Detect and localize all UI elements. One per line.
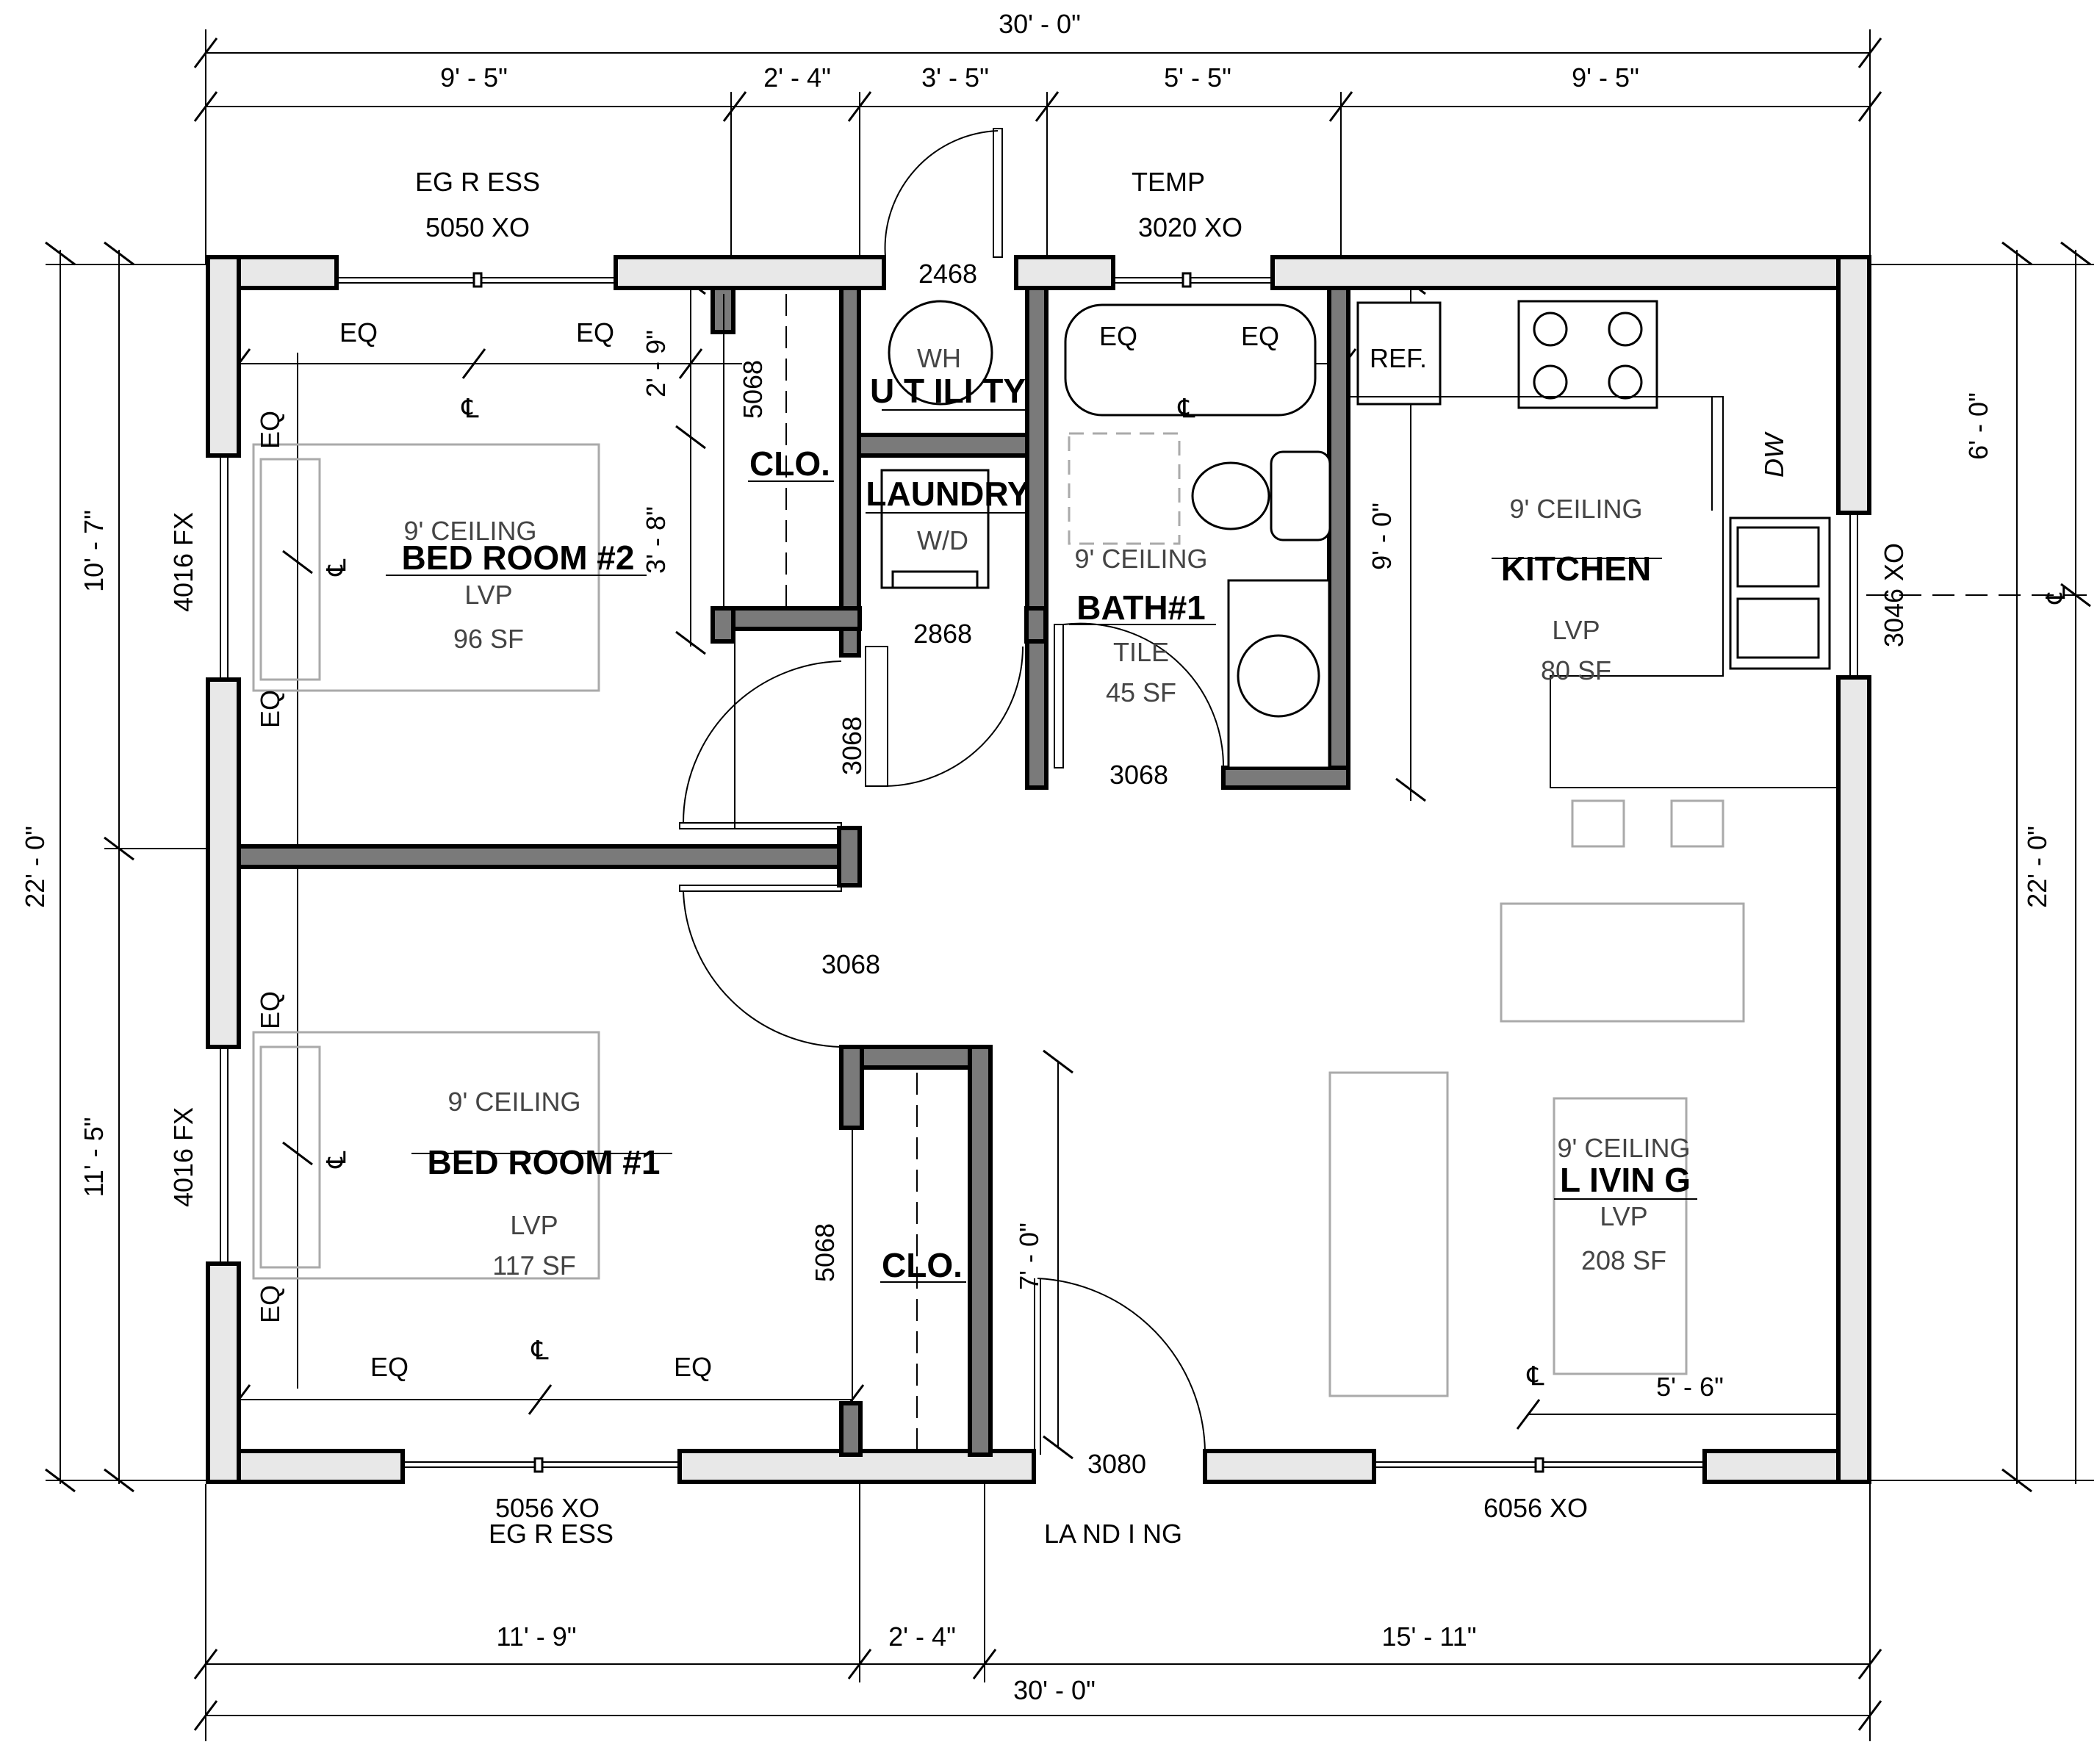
bed1-closet-door-size: 5068 [810, 1223, 840, 1282]
bottom-left-window-label: EG R ESS [489, 1519, 614, 1549]
left-overall-dim: 22' - 0" [20, 826, 50, 908]
island-dim: 5' - 6" [1656, 1372, 1724, 1402]
kitchen-ceiling: 9' CEILING [1510, 494, 1643, 524]
top-seg-2: 2' - 4" [763, 62, 831, 93]
bed2-area: 96 SF [453, 624, 524, 654]
door-labels: 2468 2868 5068 3068 3068 3068 5068 3080 [738, 259, 1168, 1479]
living-name: L IVIN G [1560, 1161, 1691, 1199]
eq-label: EQ [255, 991, 285, 1029]
top-overall-dim: 30' - 0" [999, 9, 1081, 39]
left-upper-window: 4016 FX [168, 512, 198, 612]
walls [206, 255, 1871, 1484]
bath-name: BATH#1 [1076, 588, 1206, 627]
bottom-left-window-size: 5056 XO [495, 1493, 600, 1523]
bottom-seg-1: 11' - 9" [496, 1621, 576, 1652]
temp-label: TEMP [1132, 167, 1205, 197]
right-window: 3046 XO [1879, 543, 1909, 647]
laundry-wd: W/D [917, 525, 968, 555]
bath-area: 45 SF [1106, 677, 1176, 708]
eq-label: EQ [576, 317, 614, 348]
left-upper-dim: 10' - 7" [79, 510, 109, 592]
bath-floor: TILE [1113, 637, 1169, 667]
right-overall-dim: 22' - 0" [2022, 826, 2052, 908]
dimension-labels: 30' - 0" 9' - 5" 2' - 4" 3' - 5" 5' - 5"… [20, 9, 2052, 1705]
living-ceiling: 9' CEILING [1558, 1133, 1691, 1163]
centerline-mark: ℄ [1526, 1361, 1544, 1391]
kitchen-dw: DW [1759, 431, 1789, 478]
top-seg-5: 9' - 5" [1572, 62, 1639, 93]
kitchen-area: 80 SF [1541, 655, 1611, 685]
egress-top-size: 5050 XO [425, 212, 530, 242]
room-labels: 9' CEILING BED ROOM #2 LVP 96 SF CLO. WH… [386, 343, 1789, 1284]
closet-upper-dim: 2' - 9" [641, 330, 671, 397]
bed1-area: 117 SF [492, 1250, 575, 1281]
eq-labels: EQ EQ EQ EQ EQ EQ EQ EQ EQ EQ [255, 317, 1279, 1382]
bed1-door-size: 3068 [821, 949, 880, 979]
bottom-seg-2: 2' - 4" [888, 1621, 956, 1652]
closet-depth-dim: 7' - 0" [1014, 1223, 1044, 1290]
top-seg-4: 5' - 5" [1164, 62, 1231, 93]
kitchen-name: KITCHEN [1501, 550, 1651, 588]
kitchen-height-dim: 9' - 0" [1367, 503, 1397, 570]
eq-label: EQ [255, 690, 285, 728]
temp-size: 3020 XO [1138, 212, 1242, 242]
eq-label: EQ [674, 1352, 712, 1382]
bed2-ceiling: 9' CEILING [404, 516, 537, 546]
centerline-mark: ℄ [321, 558, 351, 576]
bed2-name: BED ROOM #2 [402, 539, 635, 577]
bed1-ceiling: 9' CEILING [448, 1087, 581, 1117]
living-floor: LVP [1600, 1201, 1647, 1231]
bottom-overall-dim: 30' - 0" [1013, 1675, 1096, 1705]
bed2-door-size: 3068 [837, 716, 867, 775]
centerline-mark: ℄ [1177, 393, 1195, 423]
utility-door-size: 2468 [918, 259, 977, 289]
bed1-name: BED ROOM #1 [428, 1143, 661, 1181]
kitchen-ref: REF. [1370, 343, 1427, 373]
bed2-closet-door-size: 5068 [738, 360, 768, 419]
laundry-door-size: 2868 [913, 619, 972, 649]
utility-name: U T ILI TY [870, 372, 1026, 410]
eq-label: EQ [1099, 321, 1137, 351]
eq-label: EQ [255, 411, 285, 449]
windows-graphics [220, 272, 1858, 1473]
left-lower-dim: 11' - 5" [79, 1117, 109, 1197]
centerline-mark: ℄ [530, 1335, 548, 1365]
furniture [252, 432, 1745, 1397]
eq-label: EQ [255, 1285, 285, 1323]
closet-lower-dim: 3' - 8" [641, 506, 671, 574]
laundry-name: LAUNDRY [866, 475, 1029, 513]
entry-door-size: 3080 [1087, 1449, 1146, 1479]
top-seg-3: 3' - 5" [921, 62, 989, 93]
kitchen-floor: LVP [1552, 615, 1600, 645]
right-upper-dim: 6' - 0" [1963, 392, 1993, 460]
bottom-right-window-size: 6056 XO [1483, 1493, 1588, 1523]
centerline-mark: ℄ [321, 1151, 351, 1168]
eq-label: EQ [370, 1352, 409, 1382]
bath-ceiling: 9' CEILING [1075, 544, 1208, 574]
fixtures [880, 300, 1838, 788]
centerline-mark: ℄ [461, 393, 478, 423]
doors-graphics [679, 128, 1225, 1455]
window-labels: EG R ESS 5050 XO TEMP 3020 XO 4016 FX 40… [168, 167, 1909, 1549]
utility-wh: WH [917, 343, 961, 373]
eq-label: EQ [339, 317, 378, 348]
closet-upper-name: CLO. [749, 444, 830, 483]
bed2-floor: LVP [464, 580, 512, 610]
left-lower-window: 4016 FX [168, 1107, 198, 1207]
living-area: 208 SF [1581, 1245, 1666, 1275]
bottom-seg-3: 15' - 11" [1381, 1621, 1476, 1652]
closet-lower-name: CLO. [882, 1246, 963, 1284]
centerline-marks: ℄ ℄ ℄ ℄ ℄ ℄ ℄ [321, 393, 2071, 1391]
bath-door-size: 3068 [1109, 760, 1168, 790]
top-seg-1: 9' - 5" [440, 62, 508, 93]
eq-label: EQ [1241, 321, 1279, 351]
centerline-mark: ℄ [2040, 586, 2071, 604]
egress-top-label: EG R ESS [415, 167, 540, 197]
bed1-floor: LVP [510, 1210, 558, 1240]
landing-label: LA ND I NG [1044, 1519, 1182, 1549]
